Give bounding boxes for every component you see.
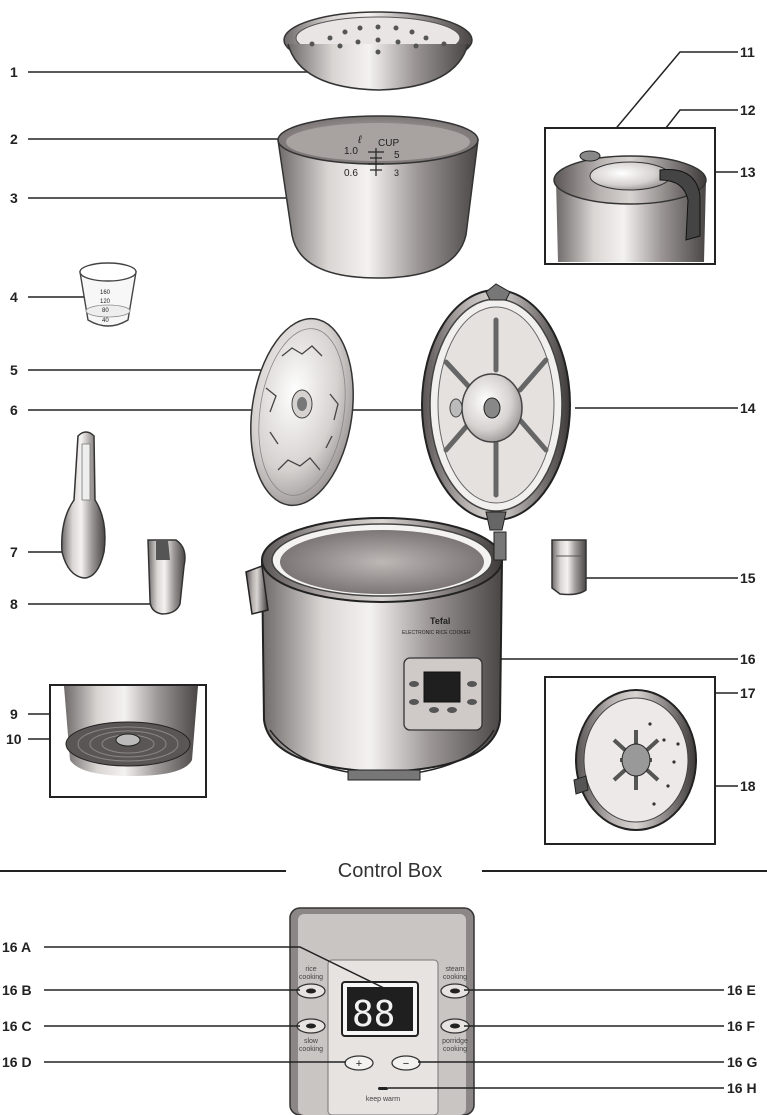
minus-label: − [403, 1058, 409, 1070]
callout-11: 11 [740, 44, 755, 60]
callout-1: 1 [10, 64, 18, 80]
callout-10: 10 [6, 731, 22, 747]
callout-16a: 16 A [2, 939, 32, 955]
cup-mark-40: 40 [102, 318, 109, 324]
cooker-brand: Tefal [430, 616, 450, 626]
button-steam-cooking[interactable] [440, 983, 470, 999]
callout-2: 2 [10, 131, 18, 147]
callout-6: 6 [10, 402, 18, 418]
rice-cooking-label-2: cooking [299, 974, 323, 981]
cooker-model: ELECTRONIC RICE COOKER [402, 630, 471, 636]
callout-14: 14 [740, 400, 756, 416]
keep-warm-label: keep warm [366, 1096, 400, 1103]
cup-mark-120: 120 [100, 299, 111, 305]
keep-warm-indicator [378, 1087, 388, 1090]
callout-16d: 16 D [2, 1054, 32, 1070]
outer-lid [421, 283, 571, 531]
button-minus[interactable] [391, 1055, 421, 1071]
leader-lines-left [28, 71, 470, 740]
steam-cooking-label-1: steam [445, 966, 464, 973]
callout-18: 18 [740, 778, 756, 794]
callout-16: 16 [740, 651, 756, 667]
cup-mark-160: 160 [100, 290, 111, 296]
bowl-unit-liter: ℓ [357, 134, 362, 146]
callout-12: 12 [740, 102, 756, 118]
rice-spoon [61, 431, 106, 579]
bowl-mark-cup-5: 5 [394, 150, 400, 161]
slow-cooking-label-1: slow [304, 1038, 319, 1045]
callout-7: 7 [10, 544, 18, 560]
bowl-mark-1-0: 1.0 [344, 146, 358, 157]
slow-cooking-label-2: cooking [299, 1046, 323, 1053]
spoon-holder [147, 539, 186, 615]
bowl-unit-cup: CUP [378, 138, 399, 149]
display-readout: 88 [352, 994, 395, 1035]
callout-13: 13 [740, 164, 756, 180]
button-slow-cooking[interactable] [296, 1018, 326, 1034]
heating-plate-inset [49, 684, 207, 798]
button-plus[interactable] [344, 1055, 374, 1071]
cup-mark-80: 80 [102, 308, 109, 314]
steam-cooking-label-2: cooking [443, 974, 467, 981]
porridge-cooking-label-2: cooking [443, 1046, 467, 1053]
lid-detail-inset [544, 127, 716, 265]
callout-16b: 16 B [2, 982, 32, 998]
callout-8: 8 [10, 596, 18, 612]
bowl-mark-0-6: 0.6 [344, 168, 358, 179]
callout-9: 9 [10, 706, 18, 722]
steam-valve-inset [544, 676, 716, 845]
callout-16g: 16 G [727, 1054, 758, 1070]
callout-16c: 16 C [2, 1018, 32, 1034]
rice-cooking-label-1: rice [305, 966, 316, 973]
callout-16e: 16 E [727, 982, 756, 998]
callout-4: 4 [10, 289, 18, 305]
measuring-cup [79, 262, 137, 327]
callout-3: 3 [10, 190, 18, 206]
button-rice-cooking[interactable] [296, 983, 326, 999]
inner-bowl [277, 115, 479, 279]
callout-16f: 16 F [727, 1018, 756, 1034]
cooker-body [245, 517, 507, 781]
callout-17: 17 [740, 685, 756, 701]
control-box [289, 907, 475, 1115]
section-title-control-box: Control Box [337, 860, 443, 882]
porridge-cooking-label-1: porridge [442, 1038, 468, 1045]
callout-16h: 16 H [727, 1080, 757, 1096]
callout-5: 5 [10, 362, 18, 378]
inner-lid [250, 317, 354, 507]
bowl-mark-cup-3: 3 [394, 168, 399, 178]
condensation-collector [551, 539, 587, 596]
callout-15: 15 [740, 570, 756, 586]
plus-label: + [356, 1058, 362, 1070]
leader-lines-control [44, 946, 724, 1089]
steam-basket [283, 11, 473, 91]
